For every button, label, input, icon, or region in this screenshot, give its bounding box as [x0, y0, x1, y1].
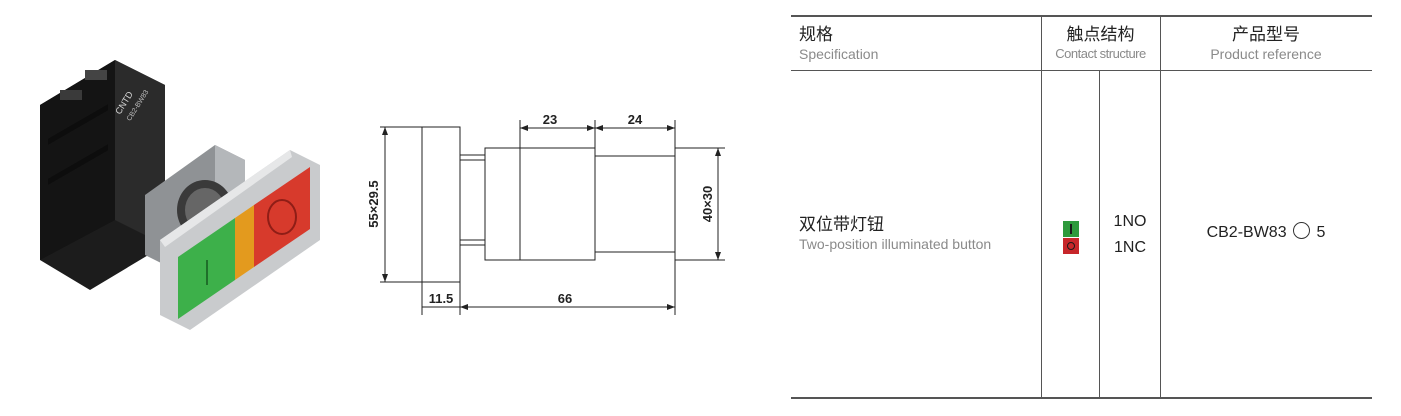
- header-spec-en: Specification: [799, 46, 879, 62]
- red-lens: [254, 167, 310, 267]
- header-spec: 规格 Specification: [799, 25, 1039, 63]
- header-ref-en: Product reference: [1210, 46, 1322, 62]
- dim-66: 66: [558, 291, 572, 306]
- ref-prefix: CB2-BW83: [1206, 224, 1287, 241]
- header-spec-zh: 规格: [799, 25, 833, 44]
- ref-suffix: 5: [1316, 224, 1326, 241]
- row-name-zh: 双位带灯钮: [799, 215, 884, 234]
- contact-no-label: 1NO: [1113, 213, 1147, 230]
- row-ref: CB2-BW83 5: [1160, 222, 1372, 242]
- dimension-drawing: 23 24 11.5 66 55×29.5 40×30: [350, 100, 750, 330]
- header-ref: 产品型号 Product reference: [1160, 25, 1372, 63]
- nc-contact-symbol: [1063, 238, 1079, 254]
- no-contact-symbol: [1063, 221, 1079, 237]
- row-contact: 1NO 1NC: [1100, 209, 1160, 261]
- dim-55x29-5: 55×29.5: [366, 180, 381, 227]
- col-divider-2: [1160, 15, 1161, 399]
- dim-11-5: 11.5: [429, 291, 454, 306]
- header-contact-en: Contact structure: [1055, 46, 1146, 61]
- dim-23: 23: [543, 112, 557, 127]
- dim-24: 24: [628, 112, 643, 127]
- spec-table: 规格 Specification 触点结构 Contact structure …: [791, 15, 1372, 399]
- variant-circle-icon: [1293, 222, 1311, 239]
- table-bottom-rule: [791, 397, 1372, 399]
- col-divider-1: [1041, 15, 1042, 399]
- header-contact: 触点结构 Contact structure: [1041, 25, 1160, 63]
- row-spec: 双位带灯钮 Two-position illuminated button: [799, 215, 1039, 253]
- table-top-rule: [791, 15, 1372, 17]
- header-ref-zh: 产品型号: [1232, 25, 1300, 44]
- header-rule: [791, 70, 1372, 71]
- contact-nc-label: 1NC: [1113, 239, 1146, 256]
- product-photo: CNTD CB2-BW83: [20, 45, 340, 345]
- amber-lens: [235, 205, 254, 280]
- header-contact-zh: 触点结构: [1066, 25, 1135, 44]
- dim-40x30: 40×30: [700, 186, 715, 223]
- row-name-en: Two-position illuminated button: [799, 236, 992, 252]
- col-divider-contact: [1099, 70, 1100, 399]
